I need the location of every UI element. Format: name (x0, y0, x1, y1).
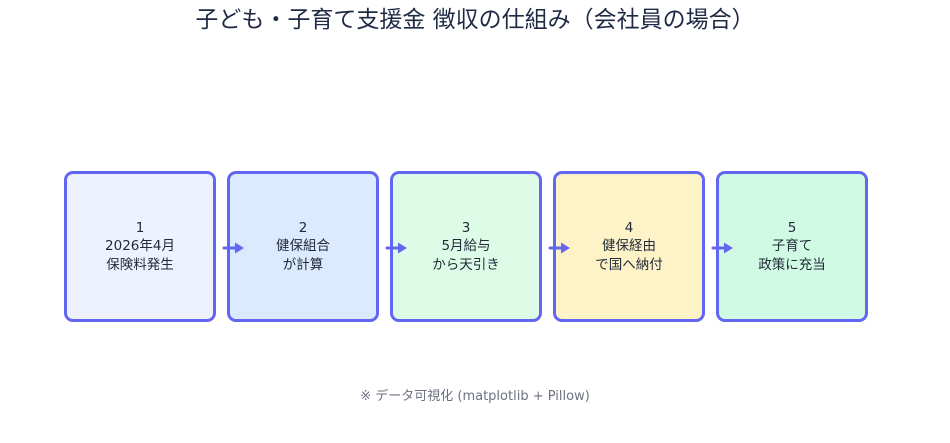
step-line: 保険料発生 (106, 256, 174, 273)
step-number: 4 (624, 219, 634, 236)
step-number: 5 (787, 219, 797, 236)
step-box-1: 1 2026年4月 保険料発生 (64, 171, 216, 322)
step-line: 子育て (771, 238, 813, 255)
step-number: 1 (135, 219, 145, 236)
arrow-right-icon (711, 242, 733, 254)
step-line: 政策に充当 (758, 256, 826, 273)
step-line: 2026年4月 (105, 238, 175, 255)
step-number: 2 (298, 219, 308, 236)
arrow-right-icon (385, 242, 407, 254)
step-line: 5月給与 (441, 238, 491, 255)
step-box-2: 2 健保組合 が計算 (227, 171, 379, 322)
step-number: 3 (461, 219, 471, 236)
footnote: ※ データ可視化 (matplotlib + Pillow) (360, 389, 590, 404)
step-line: で国へ納付 (595, 256, 663, 273)
diagram-title: 子ども・子育て支援金 徴収の仕組み（会社員の場合） (195, 7, 755, 33)
step-box-4: 4 健保経由 で国へ納付 (553, 171, 705, 322)
step-line: が計算 (282, 256, 324, 273)
step-box-5: 5 子育て 政策に充当 (716, 171, 868, 322)
step-line: から天引き (432, 256, 500, 273)
arrow-right-icon (222, 242, 244, 254)
step-line: 健保組合 (276, 238, 330, 255)
step-line: 健保経由 (602, 238, 656, 255)
step-box-3: 3 5月給与 から天引き (390, 171, 542, 322)
arrow-right-icon (548, 242, 570, 254)
